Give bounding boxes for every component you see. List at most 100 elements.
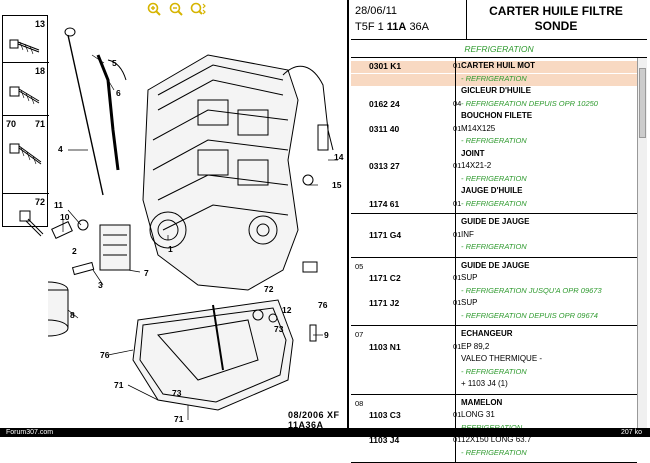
callout: 76: [100, 350, 109, 360]
model-code: T5F 1 11A 36A: [355, 21, 429, 33]
part-description: LONG 31: [461, 410, 495, 419]
part-number[interactable]: 1171 G4: [369, 230, 401, 240]
part-description: JAUGE D'HUILE: [461, 186, 522, 195]
part-number[interactable]: 0311 40: [369, 124, 399, 134]
part-description: - REFRIGERATION: [461, 448, 527, 457]
part-row[interactable]: VALEO THERMIQUE -: [351, 354, 637, 366]
callout: 12: [282, 305, 291, 315]
part-description: GICLEUR D'HUILE: [461, 86, 531, 95]
callout: 3: [98, 280, 103, 290]
forum-label: Forum307.com: [6, 429, 53, 436]
part-description: BOUCHON FILETE: [461, 111, 532, 120]
scrollbar[interactable]: [637, 58, 647, 428]
callout: 71: [114, 380, 123, 390]
diagram-panel: 13 18 70 71 72: [0, 0, 349, 437]
part-description: CARTER HUIL MOT: [461, 61, 535, 70]
callout: 14: [334, 152, 343, 162]
part-row[interactable]: - REFRIGERATION: [351, 74, 637, 86]
part-row[interactable]: GICLEUR D'HUILE: [351, 86, 637, 98]
part-row[interactable]: + 1103 J4 (1): [351, 379, 637, 391]
part-row[interactable]: - REFRIGERATION: [351, 448, 637, 460]
part-description: VALEO THERMIQUE -: [461, 354, 542, 363]
part-row[interactable]: - REFRIGERATION: [351, 242, 637, 254]
part-row[interactable]: GUIDE DE JAUGE: [351, 261, 637, 273]
callout: 5: [112, 58, 117, 68]
part-description: SUP: [461, 273, 477, 282]
image-reference: 08/2006 XF 11A36A: [288, 410, 348, 430]
part-description: INF: [461, 230, 474, 239]
part-description: - REFRIGERATION: [461, 367, 527, 376]
side-number: 72: [35, 197, 45, 207]
callout: 73: [274, 324, 283, 334]
part-row[interactable]: JOINT: [351, 149, 637, 161]
engine-diagram: 5 6 4 14 15 11 10 1 2 3 7 72 8 12 73 76 …: [48, 0, 348, 437]
part-description: GUIDE DE JAUGE: [461, 217, 529, 226]
part-row[interactable]: - REFRIGERATION: [351, 136, 637, 148]
part-description: - REFRIGERATION: [461, 242, 527, 251]
part-description: SUP: [461, 298, 477, 307]
part-description: - REFRIGERATION DEPUIS OPR 10250: [461, 99, 598, 108]
hardware-cell: 13: [3, 16, 49, 63]
part-row[interactable]: - REFRIGERATION: [351, 174, 637, 186]
part-description: EP 89,2: [461, 342, 489, 351]
part-description: + 1103 J4 (1): [461, 379, 508, 388]
catalog-date: 28/06/11: [355, 5, 397, 17]
side-number: 70: [6, 119, 16, 129]
callout: 2: [72, 246, 77, 256]
part-number[interactable]: 0313 27: [369, 161, 400, 171]
part-number[interactable]: 1171 C2: [369, 273, 401, 283]
callout: 7: [144, 268, 149, 278]
part-row[interactable]: MAMELON: [351, 398, 637, 410]
hardware-cell: 18: [3, 63, 49, 116]
hardware-cell: 70 71: [3, 116, 49, 194]
part-row[interactable]: ECHANGEUR: [351, 329, 637, 341]
part-description: - REFRIGERATION: [461, 136, 527, 145]
hardware-cell: 72: [3, 194, 49, 241]
side-number: 18: [35, 66, 45, 76]
callout: 6: [116, 88, 121, 98]
callout: 76: [318, 300, 327, 310]
part-row[interactable]: GUIDE DE JAUGE: [351, 217, 637, 229]
part-row[interactable]: - REFRIGERATION JUSQU'A OPR 09673: [351, 286, 637, 298]
part-description: - REFRIGERATION: [461, 199, 527, 208]
part-description: 14X21-2: [461, 161, 491, 170]
part-number[interactable]: 1174 61: [369, 199, 399, 209]
part-number[interactable]: 0162 24: [369, 99, 400, 109]
callout: 10: [60, 212, 69, 222]
part-description: GUIDE DE JAUGE: [461, 261, 529, 270]
status-bar: Forum307.com 207 ko: [0, 428, 650, 437]
callout: 15: [332, 180, 341, 190]
part-row[interactable]: - REFRIGERATION: [351, 367, 637, 379]
part-description: - REFRIGERATION: [461, 74, 527, 83]
part-row[interactable]: - REFRIGERATION DEPUIS OPR 09674: [351, 311, 637, 323]
side-number: 13: [35, 19, 45, 29]
part-number[interactable]: 0301 K1: [369, 61, 401, 71]
part-description: - REFRIGERATION JUSQU'A OPR 09673: [461, 286, 602, 295]
part-number[interactable]: 1103 N1: [369, 342, 401, 352]
part-number[interactable]: 1171 J2: [369, 298, 399, 308]
part-row[interactable]: BOUCHON FILETE: [351, 111, 637, 123]
part-number[interactable]: 1103 C3: [369, 410, 401, 420]
part-description: M14X125: [461, 124, 495, 133]
callout: 73: [172, 388, 181, 398]
part-description: JOINT: [461, 149, 485, 158]
side-number: 71: [35, 119, 45, 129]
part-row[interactable]: JAUGE D'HUILE: [351, 186, 637, 198]
part-description: - REFRIGERATION: [461, 174, 527, 183]
refrigeration-filter[interactable]: REFRIGERATION: [351, 40, 647, 58]
scroll-thumb[interactable]: [639, 68, 646, 138]
parts-panel: 28/06/11 T5F 1 11A 36A CARTER HUILE FILT…: [351, 0, 647, 428]
